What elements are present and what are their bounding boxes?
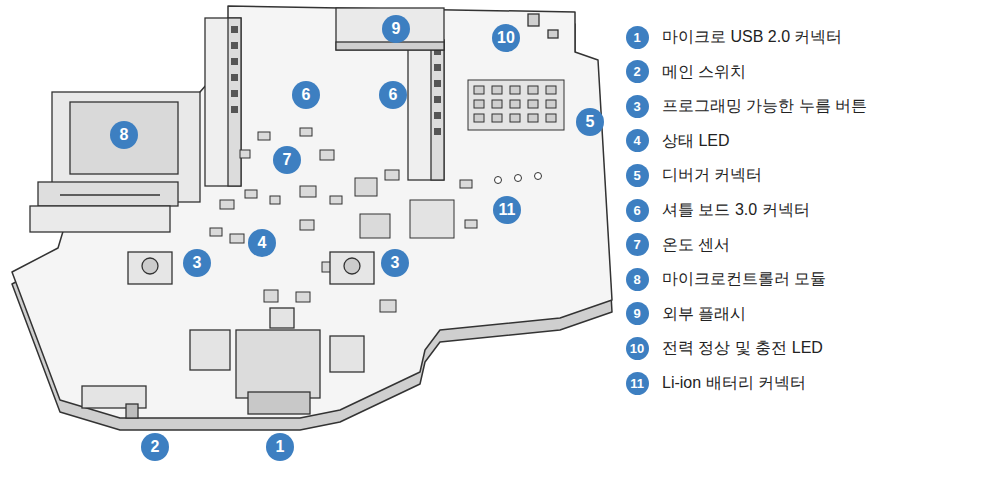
callout-number: 10 <box>492 24 520 52</box>
legend-number: 11 <box>626 372 649 395</box>
legend-label: 마이크로컨트롤러 모듈 <box>662 269 826 289</box>
callout-number: 9 <box>382 15 410 43</box>
callout-number: 7 <box>273 146 301 174</box>
callout-number: 3 <box>381 249 409 277</box>
callout-number: 5 <box>576 108 604 136</box>
callout-number: 4 <box>248 229 276 257</box>
legend-label: 전력 정상 및 충전 LED <box>662 338 823 358</box>
legend-label: 메인 스위치 <box>662 62 746 82</box>
legend-number: 5 <box>626 164 649 187</box>
legend-label: 셔틀 보드 3.0 커넥터 <box>662 200 810 220</box>
legend-label: 상태 LED <box>662 131 730 151</box>
legend-label: Li-ion 배터리 커넥터 <box>662 373 806 393</box>
legend-label: 외부 플래시 <box>662 304 746 324</box>
callout-number: 6 <box>292 81 320 109</box>
legend-label: 마이크로 USB 2.0 커넥터 <box>662 27 842 47</box>
legend-number: 7 <box>626 233 649 256</box>
callout-number: 11 <box>493 196 521 224</box>
callout-number: 1 <box>266 433 294 461</box>
legend-number: 1 <box>626 26 649 49</box>
legend-number: 8 <box>626 268 649 291</box>
legend-label: 디버거 커넥터 <box>662 165 762 185</box>
legend-number: 9 <box>626 302 649 325</box>
callout-number: 2 <box>141 433 169 461</box>
legend-number: 3 <box>626 95 649 118</box>
legend-number: 2 <box>626 60 649 83</box>
legend-number: 10 <box>626 337 649 360</box>
legend-label: 온도 센서 <box>662 235 730 255</box>
callout-number: 3 <box>183 249 211 277</box>
legend-label: 프로그래밍 가능한 누름 버튼 <box>662 96 867 116</box>
legend-number: 6 <box>626 199 649 222</box>
callout-number: 6 <box>379 81 407 109</box>
callout-number: 8 <box>110 121 138 149</box>
legend-number: 4 <box>626 129 649 152</box>
